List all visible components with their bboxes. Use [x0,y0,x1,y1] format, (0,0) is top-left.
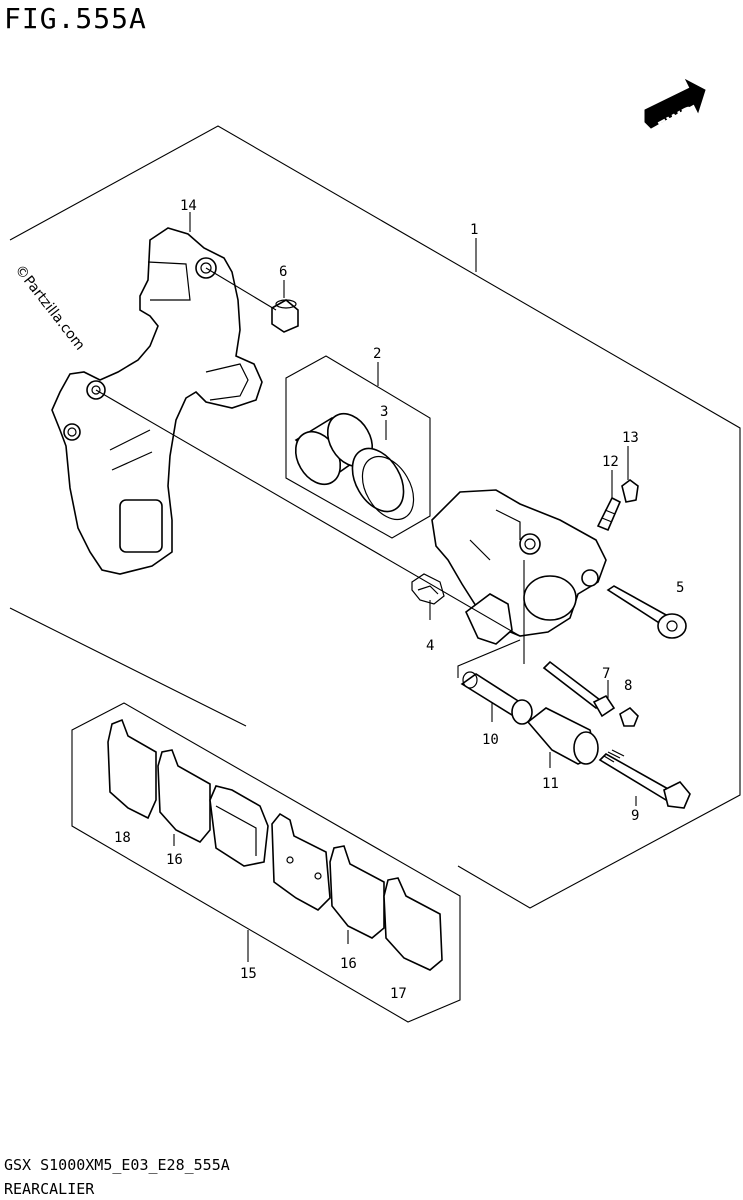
bleeder-cap-13 [621,479,639,503]
callout-5: 5 [676,580,684,596]
brake-pad-18 [107,718,157,820]
fig-title: FIG.555A [4,2,147,35]
assembly-frame-1-lower [9,607,247,727]
callout-13: 13 [622,430,639,446]
caliper-bracket-14 [51,227,263,575]
bleeder-screw-12 [596,496,622,532]
fwd-arrow-icon: FWD [644,78,706,136]
callout-7: 7 [602,666,610,682]
slide-boot [465,593,513,645]
boot-11 [526,707,599,765]
callout-15: 15 [240,966,257,982]
brake-pad-16a [157,749,211,843]
callout-6: 6 [279,264,287,280]
brake-pad-shim [271,812,331,911]
bolt-9 [598,749,691,809]
callout-14: 14 [180,198,197,214]
callout-10: 10 [482,732,499,748]
pin-cap-8 [619,706,639,727]
callout-16a: 16 [166,852,183,868]
footer-name: REARCALIER [4,1180,95,1198]
footer-code: GSX S1000XM5_E03_E28_555A [4,1156,230,1174]
piston-kit-frame-2 [285,355,431,539]
callout-4: 4 [426,638,434,654]
callout-11: 11 [542,776,559,792]
callout-18: 18 [114,830,131,846]
caliper-body [431,489,607,637]
piston-seal-3 [351,447,415,521]
brake-pad-16b [329,845,385,939]
callout-3: 3 [380,404,388,420]
cap-6 [271,299,299,333]
pin-7 [542,660,616,718]
sleeve-10 [460,671,533,725]
pad-set-frame-15 [71,702,461,1023]
callout-8: 8 [624,678,632,694]
assembly-frame-1 [9,125,741,909]
callout-2: 2 [373,346,381,362]
pad-spring-4 [411,573,445,605]
callout-12: 12 [602,454,619,470]
slide-pin-5 [606,585,687,639]
callout-16b: 16 [340,956,357,972]
callout-17: 17 [390,986,407,1002]
callout-9: 9 [631,808,639,824]
leader-lines [95,212,637,962]
callout-1: 1 [470,222,478,238]
brake-pad-17 [383,877,443,971]
brake-pad-center [209,785,269,867]
